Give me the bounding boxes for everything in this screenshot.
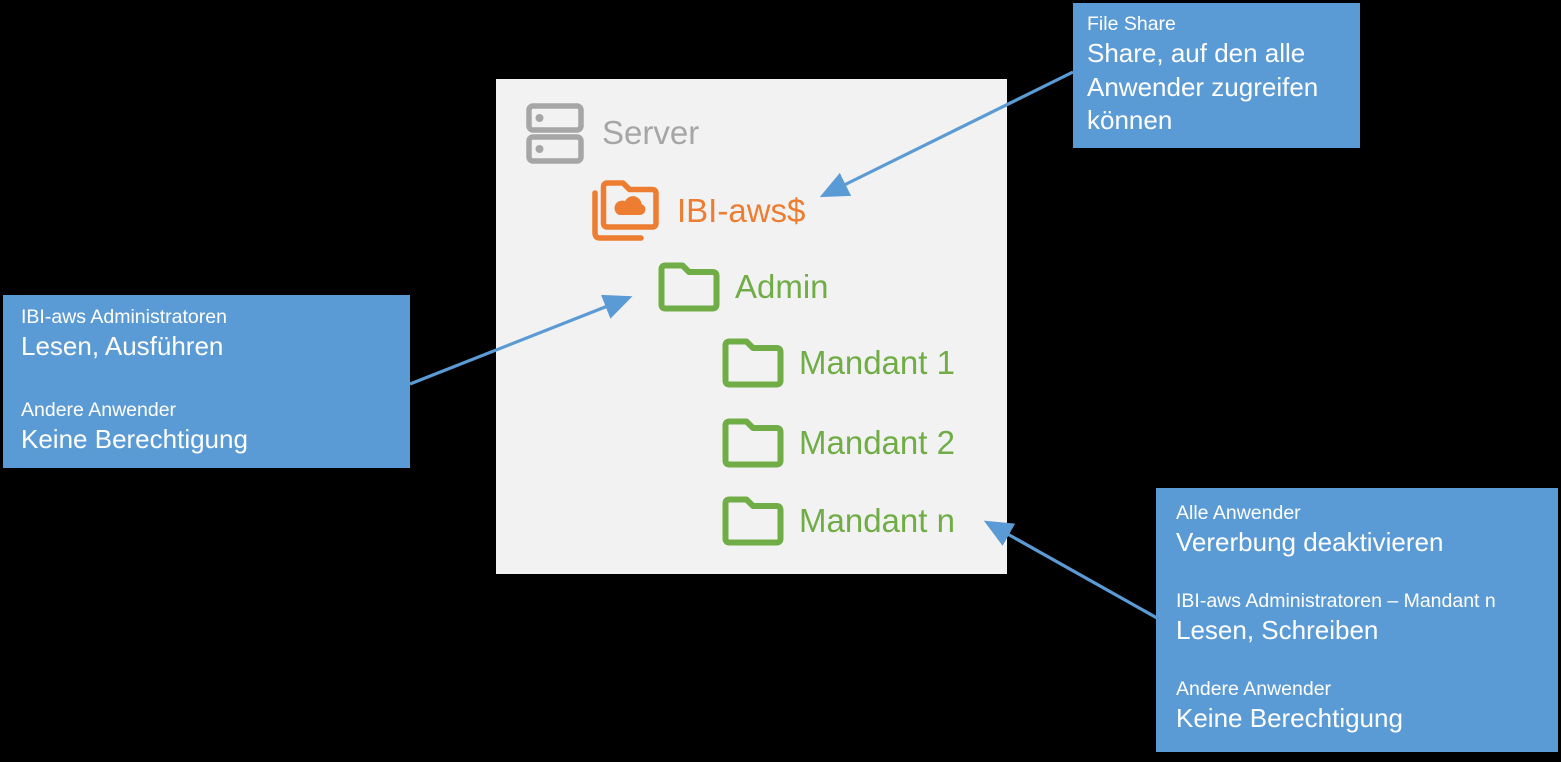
permission-rights: Lesen, Schreiben bbox=[1176, 615, 1379, 645]
server-panel: Server IBI-aws$ Admin Mandant 1 bbox=[496, 79, 1007, 574]
arrow-mandant-callout-to-mandant-n bbox=[983, 520, 1158, 620]
callout-mandant-permissions: Alle Anwender Vererbung deaktivieren IBI… bbox=[1156, 488, 1558, 752]
server-icon bbox=[526, 102, 584, 164]
tree-item-ibi-aws-share: IBI-aws$ bbox=[590, 179, 805, 243]
permission-group: IBI-aws Administratoren – Mandant n Lese… bbox=[1176, 588, 1538, 647]
folder-icon bbox=[722, 496, 784, 546]
callout-admin-permissions: IBI-aws Administratoren Lesen, Ausführen… bbox=[3, 295, 410, 468]
callout-file-share-title: File Share bbox=[1087, 13, 1176, 35]
permission-rights: Lesen, Ausführen bbox=[21, 331, 224, 361]
permission-principal: IBI-aws Administratoren – Mandant n bbox=[1176, 590, 1496, 612]
tree-item-mandant-n: Mandant n bbox=[722, 496, 955, 546]
mandant-n-label: Mandant n bbox=[799, 502, 955, 539]
permission-rights: Keine Berechtigung bbox=[1176, 703, 1403, 733]
tree-item-mandant-2: Mandant 2 bbox=[722, 418, 955, 468]
permission-principal: Alle Anwender bbox=[1176, 502, 1301, 524]
permission-principal: IBI-aws Administratoren bbox=[21, 306, 227, 328]
permission-rights: Vererbung deaktivieren bbox=[1176, 527, 1444, 557]
tree-item-admin: Admin bbox=[658, 261, 829, 313]
tree-item-mandant-1: Mandant 1 bbox=[722, 338, 955, 388]
shared-folder-cloud-icon bbox=[592, 180, 659, 241]
tree-item-server: Server bbox=[526, 102, 700, 164]
mandant-1-label: Mandant 1 bbox=[799, 344, 955, 381]
share-label: IBI-aws$ bbox=[677, 192, 806, 229]
permission-group: Andere Anwender Keine Berechtigung bbox=[21, 397, 392, 456]
permission-group: Alle Anwender Vererbung deaktivieren bbox=[1176, 500, 1538, 559]
permission-group: IBI-aws Administratoren Lesen, Ausführen bbox=[21, 304, 392, 363]
folder-icon bbox=[722, 338, 784, 388]
callout-file-share: File Share Share, auf den alle Anwender … bbox=[1073, 3, 1360, 148]
permission-principal: Andere Anwender bbox=[1176, 678, 1332, 700]
folder-icon bbox=[658, 262, 720, 312]
folder-icon bbox=[722, 418, 784, 468]
server-label: Server bbox=[602, 114, 700, 151]
permission-principal: Andere Anwender bbox=[21, 399, 177, 421]
callout-file-share-body: Share, auf den alle Anwender zugreifen k… bbox=[1087, 38, 1319, 135]
mandant-2-label: Mandant 2 bbox=[799, 424, 955, 461]
permission-rights: Keine Berechtigung bbox=[21, 424, 248, 454]
permission-group: Andere Anwender Keine Berechtigung bbox=[1176, 676, 1538, 735]
admin-label: Admin bbox=[735, 268, 829, 305]
